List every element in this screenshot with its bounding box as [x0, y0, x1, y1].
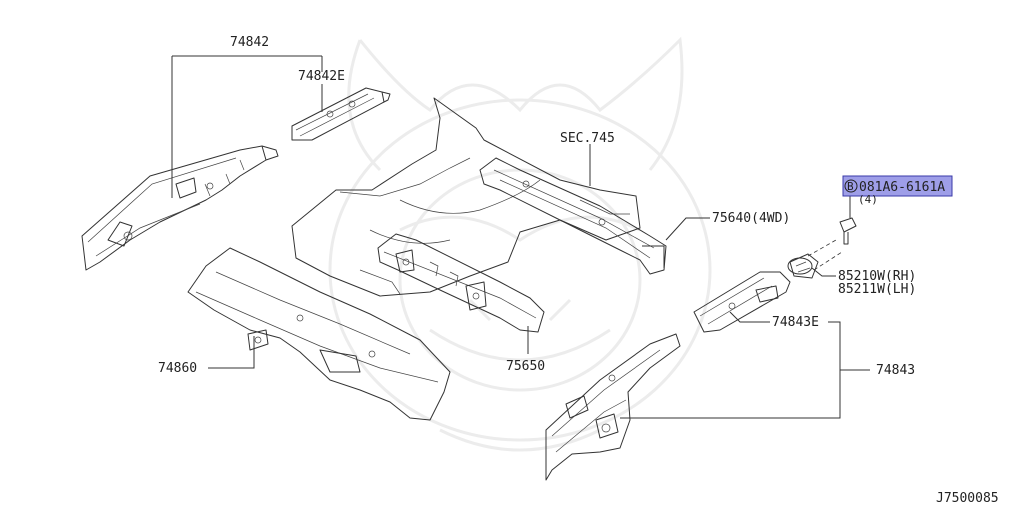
- rear-floor-panel[interactable]: [291, 97, 641, 297]
- label-85210w[interactable]: 85210W(RH): [838, 269, 916, 284]
- part-74860-floor-member[interactable]: [187, 247, 451, 421]
- callout-symbol-circle: [844, 179, 858, 193]
- callout-symbol: B: [847, 180, 854, 193]
- callout-bolt-number: 081A6-6161A: [859, 180, 945, 195]
- part-74843-member[interactable]: [545, 333, 681, 481]
- part-74842-member[interactable]: [81, 145, 279, 271]
- bolt-081a6-6161a[interactable]: [839, 217, 857, 245]
- part-74842e-extension[interactable]: [291, 87, 391, 141]
- label-75640[interactable]: 75640(4WD): [712, 211, 790, 226]
- part-85210w-bumper-stay[interactable]: [787, 253, 819, 279]
- label-85211w[interactable]: 85211W(LH): [838, 282, 916, 297]
- callout-highlight: [842, 175, 953, 197]
- label-74843[interactable]: 74843: [876, 363, 915, 378]
- label-74842e[interactable]: 74842E: [298, 69, 345, 84]
- label-74842[interactable]: 74842: [230, 35, 269, 50]
- part-75650-crossmember[interactable]: [377, 233, 545, 333]
- bolt-callout[interactable]: B 081A6-6161A (4): [842, 175, 953, 206]
- watermark-logo: [328, 36, 712, 452]
- part-labels: 74842 74842E SEC.745 75640(4WD) 85210W(R…: [158, 35, 999, 506]
- label-sec745[interactable]: SEC.745: [560, 131, 615, 146]
- label-74843e[interactable]: 74843E: [772, 315, 819, 330]
- part-74843e-extension[interactable]: [693, 271, 791, 333]
- diagram-code: J7500085: [936, 491, 999, 506]
- part-75640-crossmember[interactable]: [479, 157, 667, 275]
- leader-lines: [171, 55, 870, 419]
- callout-bolt-qty: (4): [858, 193, 878, 206]
- label-74860[interactable]: 74860: [158, 361, 197, 376]
- label-75650[interactable]: 75650: [506, 359, 545, 374]
